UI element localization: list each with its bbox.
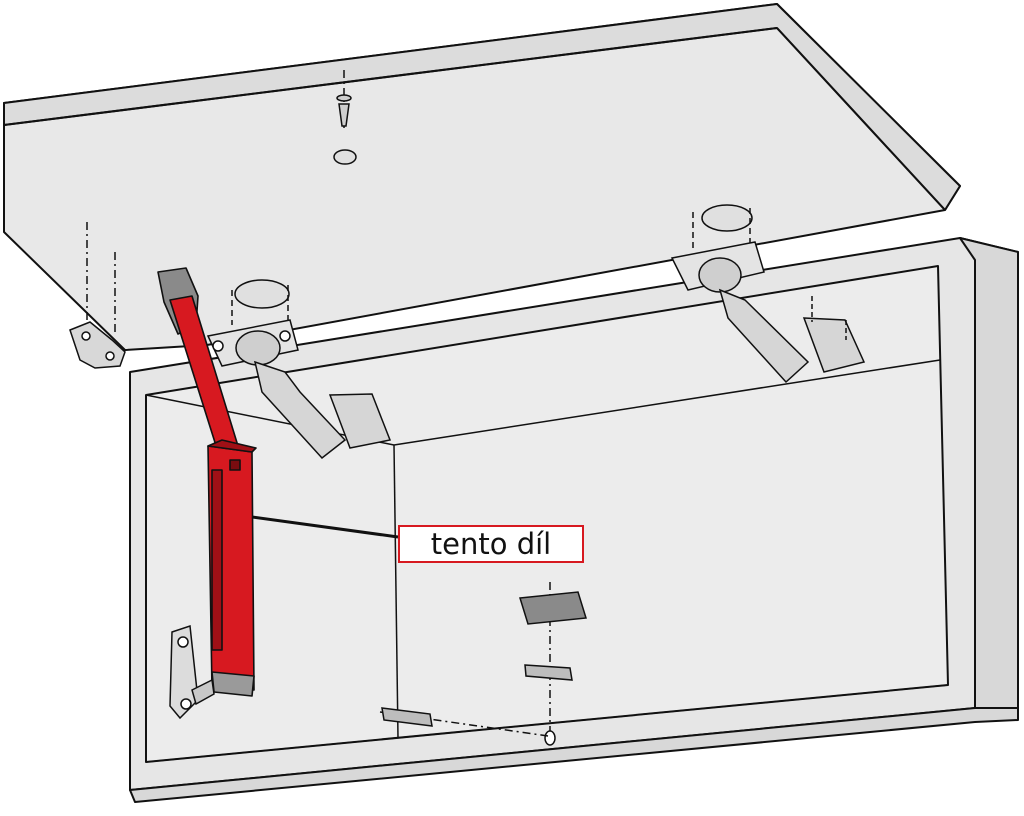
callout-label: tento díl [430, 526, 552, 561]
lid-panel [3, 3, 961, 351]
push-latch-icon [519, 582, 587, 746]
hinge-icon [670, 204, 866, 384]
lift-mechanism-icon [157, 267, 257, 697]
callout-label-box: tento díl [398, 525, 584, 563]
cabinet-body [129, 237, 1019, 803]
callout-leader-line [251, 515, 399, 539]
hinge-icon [206, 279, 392, 460]
mounting-plate-icon [69, 222, 126, 369]
door-stopper-icon [379, 707, 549, 737]
screw-icon [333, 70, 357, 165]
mounting-plate-icon [169, 624, 215, 720]
